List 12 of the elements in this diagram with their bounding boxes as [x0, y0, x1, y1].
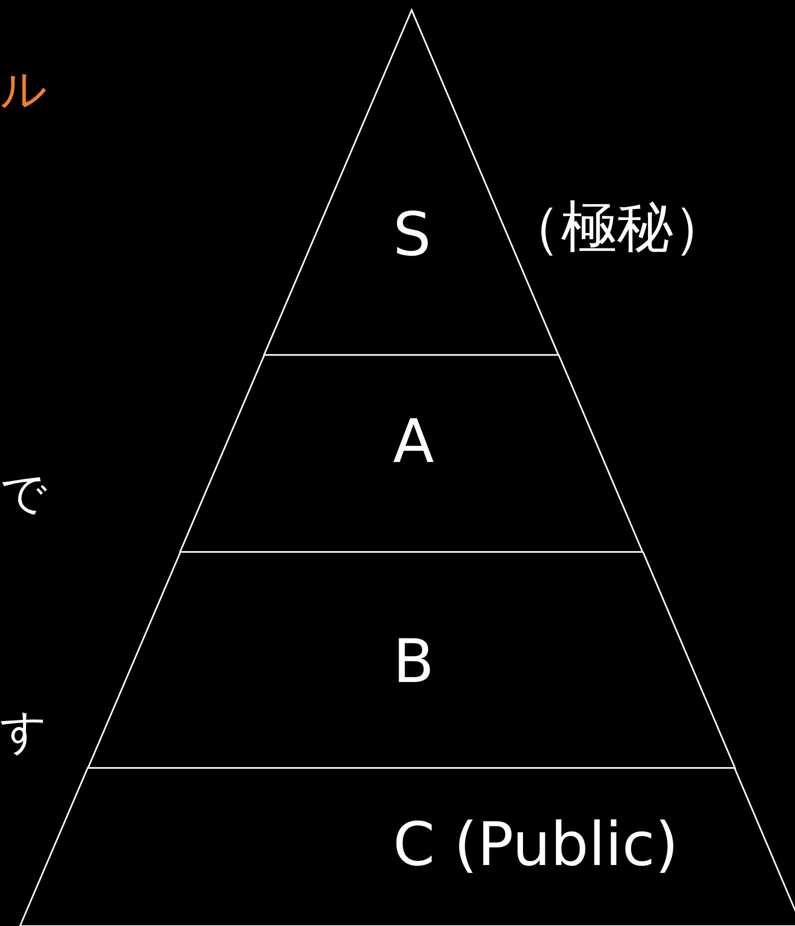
pyramid-tier — [264, 10, 559, 355]
text-fragment: ル — [0, 66, 47, 112]
tier-label: B — [392, 632, 434, 692]
tier-label: A — [392, 412, 434, 472]
tier-label: S — [392, 205, 432, 265]
pyramid-tier — [20, 768, 795, 926]
pyramid-tier — [180, 355, 643, 552]
side-note: （極秘） — [505, 200, 729, 256]
text-fragment: す — [0, 708, 47, 754]
text-fragment: で — [0, 470, 47, 516]
tier-label: C (Public) — [393, 815, 678, 875]
pyramid-tier — [88, 552, 735, 768]
